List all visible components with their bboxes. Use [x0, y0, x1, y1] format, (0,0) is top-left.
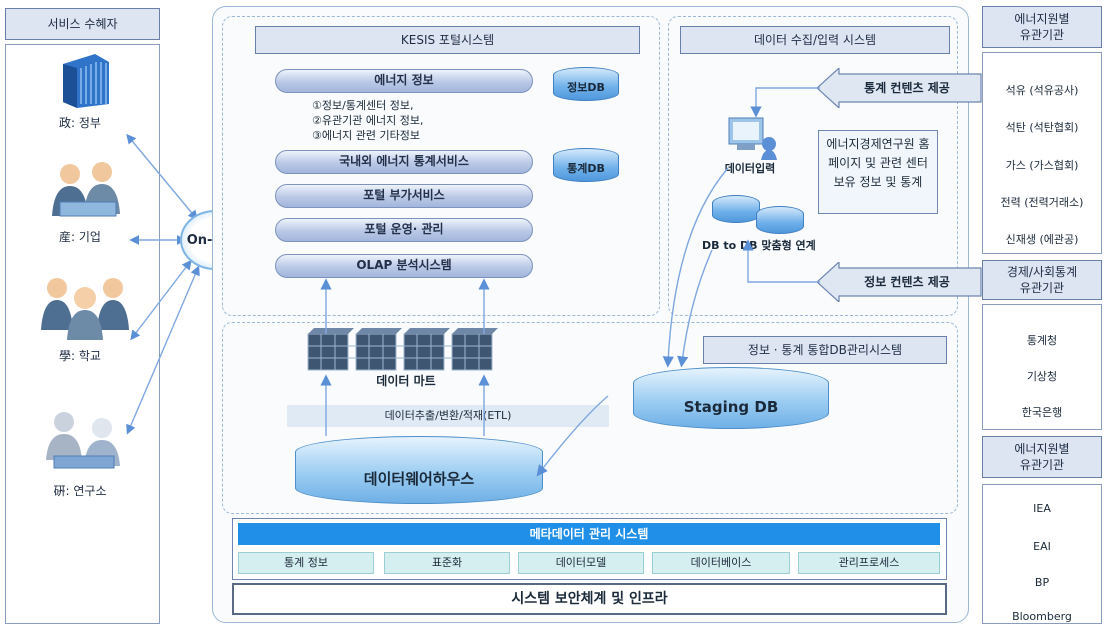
org-iea: IEA: [1033, 502, 1051, 515]
meta-item-stat-info: 통계 정보: [238, 552, 374, 574]
right-header-stats: 경제/사회통계 유관기관: [982, 260, 1102, 300]
computer-icon: [728, 117, 777, 160]
org-bok: 한국은행: [1021, 406, 1063, 419]
government-building-icon: [63, 54, 109, 108]
org-gas: 가스 (가스협회): [1005, 159, 1079, 172]
meta-item-process: 관리프로세스: [798, 552, 940, 574]
data-warehouse-db: 데이터웨어하우스: [295, 436, 543, 504]
stat-db: 통계DB: [553, 148, 619, 182]
energy-info-desc: ①정보/통계센터 정보, ②유관기관 에너지 정보, ③에너지 관련 기타정보: [312, 98, 423, 143]
etl-bar: 데이터추출/변환/적재(ETL): [287, 405, 609, 427]
stat-contents-arrow-shape: [817, 68, 982, 108]
org-coal: 석탄 (석탄협회): [1005, 121, 1079, 134]
info-contents-label: 정보 컨텐츠 제공: [864, 275, 950, 289]
collection-panel: [668, 16, 958, 316]
security-infra-bar: 시스템 보안체계 및 인프라: [232, 583, 947, 615]
data-mart-label: 데이터 마트: [376, 374, 436, 388]
user-label-government: 政: 정부: [59, 116, 101, 130]
meta-item-data-model: 데이터모델: [518, 552, 644, 574]
right-header-intl: 에너지원별 유관기관: [982, 436, 1102, 478]
db-link-label: DB to DB 맞춤형 연계: [702, 239, 816, 252]
org-power: 전력 (전력거래소): [1000, 196, 1084, 209]
staging-db: Staging DB: [633, 367, 829, 429]
org-bloomberg: Bloomberg: [1012, 610, 1072, 623]
metadata-title: 메타데이터 관리 시스템: [238, 523, 940, 545]
user-label-school: 學: 학교: [59, 349, 101, 363]
business-people-icon: [52, 162, 120, 217]
integration-title: 정보 · 통계 통합DB관리시스템: [703, 336, 947, 364]
energy-info-service: 에너지 정보: [275, 69, 533, 93]
right-panel-stats: [982, 304, 1102, 430]
link-db-1: [712, 195, 760, 223]
link-db-2: [756, 206, 804, 234]
portal-panel: [222, 16, 660, 316]
right-header-energy: 에너지원별 유관기관: [982, 6, 1102, 48]
stat-contents-label: 통계 컨텐츠 제공: [864, 81, 950, 95]
org-bp: BP: [1034, 576, 1050, 589]
user-label-business: 産: 기업: [59, 230, 101, 244]
org-oil: 석유 (석유공사): [1005, 84, 1079, 97]
left-connection-arrows: [126, 133, 200, 435]
portal-title: KESIS 포털시스템: [255, 26, 640, 54]
data-mart-cubes-icon: [307, 328, 498, 371]
energy-info-desc-3: ③에너지 관련 기타정보: [312, 129, 420, 142]
org-statistics-korea: 통계청: [1026, 334, 1058, 347]
energy-info-desc-1: ①정보/통계센터 정보,: [312, 99, 414, 112]
students-group-icon: [41, 278, 129, 340]
olap-system: OLAP 분석시스템: [275, 254, 533, 278]
integration-panel: [222, 322, 958, 514]
right-panel-intl: [982, 484, 1102, 624]
info-contents-arrow-shape: [817, 262, 982, 302]
meta-item-database: 데이터베이스: [652, 552, 790, 574]
org-kma: 기상청: [1026, 370, 1058, 383]
org-renewable: 신재생 (에관공): [1005, 233, 1079, 246]
right-panel-energy: [982, 52, 1102, 254]
org-eai: EAI: [1033, 540, 1051, 553]
info-db: 정보DB: [553, 67, 619, 101]
data-input-label: 데이터입력: [724, 162, 776, 175]
kei-source-box: 에너지경제연구원 홈페이지 및 관련 센터 보유 정보 및 통계: [818, 130, 938, 214]
portal-operation: 포털 운영· 관리: [275, 218, 533, 242]
collection-title: 데이터 수집/입력 시스템: [680, 26, 950, 54]
meta-item-standardization: 표준화: [384, 552, 510, 574]
energy-info-desc-2: ②유관기관 에너지 정보,: [312, 114, 424, 127]
user-label-research: 硏: 연구소: [53, 484, 107, 498]
beneficiaries-header: 서비스 수혜자: [5, 8, 160, 40]
stat-service: 국내외 에너지 통계서비스: [275, 150, 533, 174]
researchers-icon: [46, 412, 120, 469]
portal-addon-service: 포털 부가서비스: [275, 184, 533, 208]
